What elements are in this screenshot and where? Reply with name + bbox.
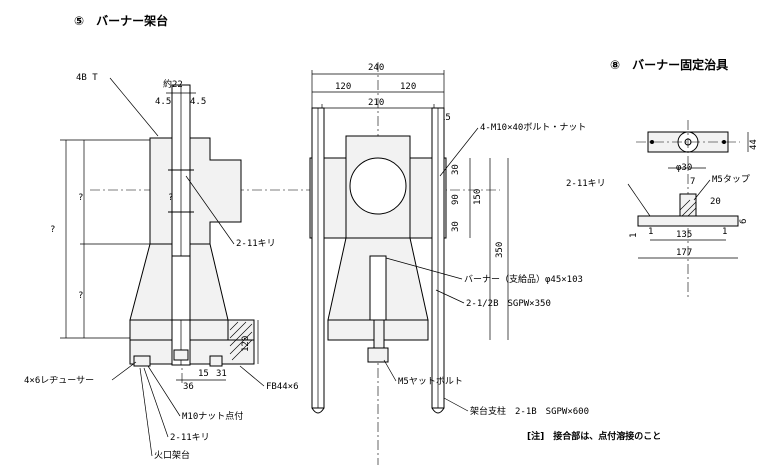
fixture-base-plate <box>637 215 739 227</box>
label-2-11kiri-fixture: 2-11キリ <box>566 179 606 189</box>
label-fire-stand: 火口架台 <box>154 449 190 461</box>
dim-210: 210 <box>368 98 384 108</box>
dim-135: 135 <box>676 230 692 240</box>
dim-350: 350 <box>495 242 505 258</box>
dim-44: 44 <box>749 139 759 150</box>
dim-30-b: 30 <box>451 221 461 232</box>
dim-30-a: 30 <box>451 164 461 175</box>
left-hatch-weld <box>229 321 253 361</box>
dim-15-left: 15 <box>198 369 209 379</box>
left-burner-nozzle <box>171 255 191 321</box>
dim-q-upper: ? <box>78 193 83 203</box>
label-stand-pipe: 架台支柱 2-1B SGPW×600 <box>470 405 589 417</box>
dim-about22: 約22 <box>163 78 183 90</box>
dim-15-b: 15 <box>440 113 451 123</box>
label-bolt-nut: 4-M10×40ボルト・ナット <box>480 122 586 133</box>
label-burner: バーナー（支給品）φ45×103 <box>464 273 583 285</box>
label-2-11kiri-left: 2-11キリ <box>236 239 276 249</box>
dim-q-lower: ? <box>78 291 83 301</box>
left-side-view: 約22 4.5 4.5 4B T ? ? ? ? 2-11キリ 120 15 3… <box>24 73 500 461</box>
dim-120-left: 120 <box>241 336 251 352</box>
dim-177: 177 <box>676 248 692 258</box>
dim-31: 31 <box>216 369 227 379</box>
dim-1-b: 1 <box>722 227 727 237</box>
dim-120-b: 120 <box>400 82 416 92</box>
dim-20: 20 <box>710 197 721 207</box>
dim-7: 7 <box>690 177 695 187</box>
main-title: ⑤ バーナー架台 <box>74 13 168 28</box>
dim-36: 36 <box>183 382 194 392</box>
dim-q-overall: ? <box>50 225 55 235</box>
label-m5-tap: M5タップ <box>712 174 750 185</box>
front-burner-circle <box>349 157 407 215</box>
front-view: 240 120 120 210 15 15 30 90 30 150 <box>309 62 589 465</box>
label-fb44x6: FB44×6 <box>266 382 299 392</box>
dim-4-5-left: 4.5 <box>155 97 171 107</box>
label-reducer: 4×6レヂューサー <box>24 375 94 386</box>
label-sgpw350: 2-1/2B SGPW×350 <box>466 299 551 309</box>
dim-4-5-right: 4.5 <box>190 97 206 107</box>
label-m10-nut: M10ナット点付 <box>182 411 243 422</box>
label-2-11kiri-lower: 2-11キリ <box>170 433 210 443</box>
dim-90: 90 <box>451 194 461 205</box>
dim-1-a: 1 <box>648 227 653 237</box>
label-4bt: 4B T <box>76 73 98 83</box>
dim-120-a: 120 <box>335 82 351 92</box>
front-m5-nut <box>367 347 389 363</box>
dim-1-c: 1 <box>629 233 639 238</box>
label-m5-bolt: M5ヤットボルト <box>398 376 463 387</box>
left-nut-right <box>209 355 223 367</box>
left-reducer <box>133 355 151 367</box>
fixture-block <box>679 193 697 217</box>
dim-240: 240 <box>368 63 384 73</box>
fixture-view: 44 φ30 7 20 6 M5タップ 2-11キリ 1 1 135 177 1 <box>566 120 759 300</box>
dim-q-middle: ? <box>168 193 173 203</box>
left-m10-nut <box>173 349 189 361</box>
left-lower-stand <box>129 339 255 365</box>
dim-6: 6 <box>739 219 749 224</box>
weld-note: [注] 接合部は、点付溶接のこと <box>527 430 661 442</box>
fixture-title: ⑧ バーナー固定治具 <box>610 57 728 72</box>
left-burner-body <box>149 137 242 245</box>
front-m5-bolt <box>373 319 385 351</box>
dim-150: 150 <box>473 189 483 205</box>
front-burner-nozzle <box>369 255 387 321</box>
